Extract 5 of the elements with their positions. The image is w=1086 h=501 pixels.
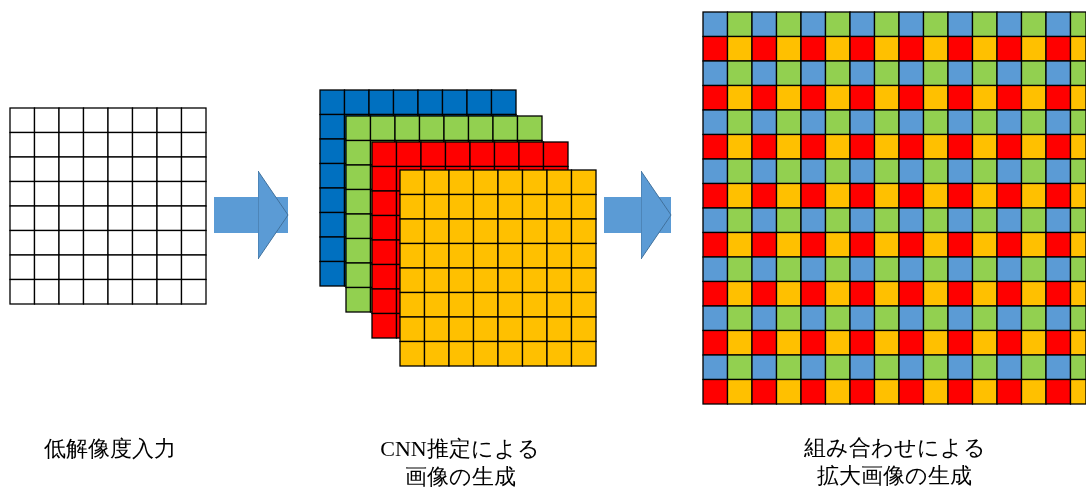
caption: 低解像度入力 [43, 435, 177, 463]
block-arrow [604, 170, 672, 260]
block-arrow [214, 170, 289, 260]
node-label: CNN推定による画像の生成 [380, 435, 540, 491]
node-label: 組み合わせによる拡大画像の生成 [802, 434, 987, 490]
